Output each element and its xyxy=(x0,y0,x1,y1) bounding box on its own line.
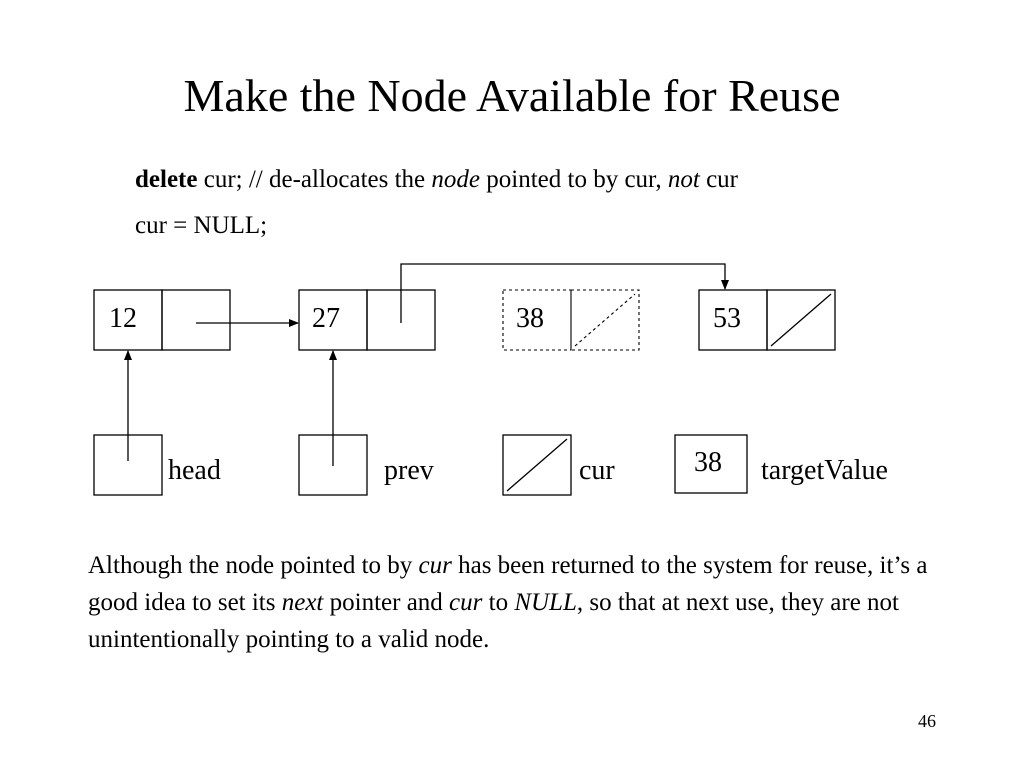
node-next-cell xyxy=(570,289,640,351)
explanation-paragraph: Although the node pointed to by cur has … xyxy=(88,547,958,658)
explanation-text: to xyxy=(482,589,515,616)
prev-label: prev xyxy=(384,455,434,486)
null-slash xyxy=(506,438,568,492)
target-value: 38 xyxy=(694,447,722,478)
node-value-53: 53 xyxy=(713,303,741,334)
comment-text: pointed to by cur, xyxy=(480,166,668,193)
comment-text: // de-allocates the xyxy=(242,166,432,193)
node-value-12: 12 xyxy=(109,303,137,334)
next-emphasis: next xyxy=(281,589,324,616)
list-node-38-deallocated xyxy=(502,289,640,351)
node-value-38: 38 xyxy=(516,303,544,334)
comment-text: cur xyxy=(699,166,738,193)
page-number: 46 xyxy=(918,711,936,731)
cur-emphasis: cur xyxy=(449,589,483,616)
explanation-text: Although the node pointed to by xyxy=(88,552,419,579)
node-next-cell xyxy=(161,289,231,351)
cur-emphasis: cur xyxy=(418,552,452,579)
explanation-text: has been returned to the system for reus… xyxy=(88,552,928,616)
null-slash xyxy=(770,293,832,347)
cur-variable-box xyxy=(502,434,572,496)
head-label: head xyxy=(168,455,221,486)
null-slash xyxy=(574,293,636,347)
comment-not-word: not xyxy=(667,166,700,193)
code-line-delete: delete cur; // de-allocates the node poi… xyxy=(135,165,738,195)
node-next-cell xyxy=(766,289,836,351)
node-value-27: 27 xyxy=(312,303,340,334)
list-node-53 xyxy=(698,289,836,351)
slide-title: Make the Node Available for Reuse xyxy=(183,70,841,121)
delete-keyword: delete xyxy=(135,166,198,193)
explanation-text: pointer and xyxy=(323,589,450,616)
relinked-next-pointer-arrow xyxy=(400,263,729,323)
cur-label: cur xyxy=(579,455,615,486)
comment-node-word: node xyxy=(431,166,481,193)
null-emphasis: NULL xyxy=(514,589,577,616)
code-line-null-assign: cur = NULL; xyxy=(135,212,268,239)
node-data-cell xyxy=(502,289,572,351)
delete-argument: cur; xyxy=(197,166,243,193)
explanation-text: , so that at next use, they are not unin… xyxy=(88,589,900,653)
target-value-box xyxy=(674,434,748,494)
target-value-label: targetValue xyxy=(761,455,888,486)
